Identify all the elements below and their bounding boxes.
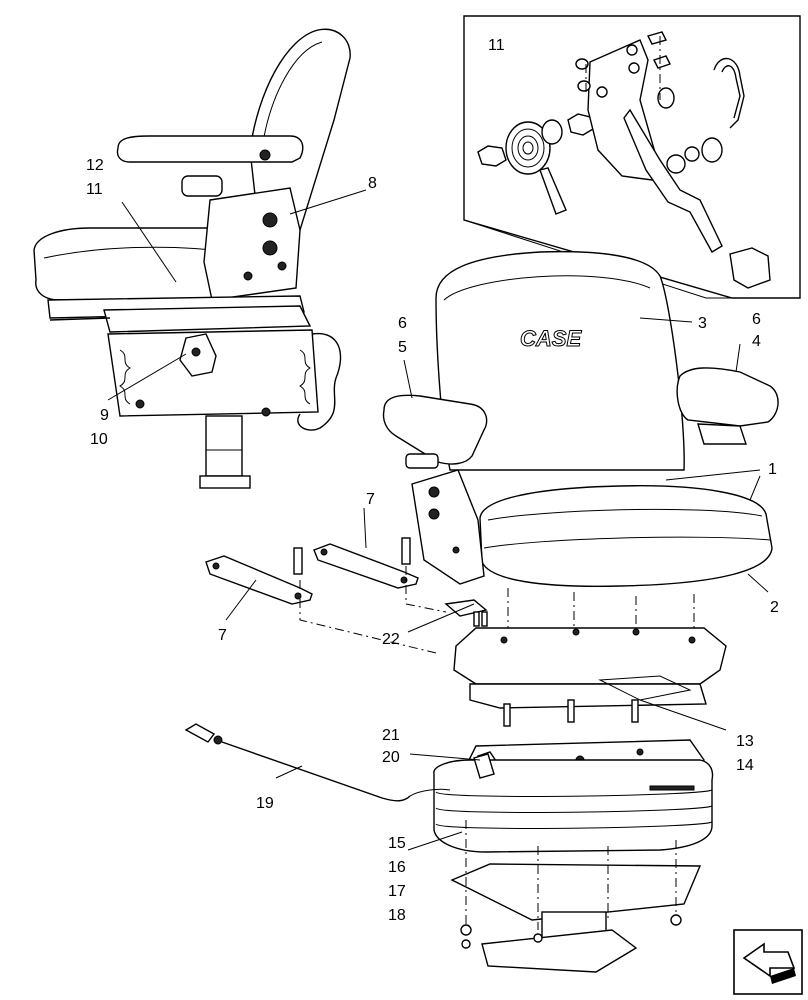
label-15: 15	[388, 835, 406, 852]
label-14: 14	[736, 757, 754, 774]
slider-plate: 13 14	[453, 588, 754, 774]
inset-detail: 11	[463, 15, 801, 299]
label-3: 3	[698, 315, 707, 332]
label-22: 22	[382, 631, 400, 648]
mounting-brackets: 7 7 22	[205, 491, 488, 655]
label-18: 18	[388, 907, 406, 924]
label-5: 5	[398, 339, 407, 356]
label-21: 21	[382, 727, 400, 744]
label-9: 9	[100, 407, 109, 424]
label-19: 19	[256, 795, 274, 812]
label-2: 2	[770, 599, 779, 616]
left-seat-assembly: 12 11 8 9 10	[33, 28, 377, 489]
label-12: 12	[86, 157, 104, 174]
label-6b: 6	[752, 311, 761, 328]
arrow-icon[interactable]	[733, 929, 803, 995]
label-7b: 7	[218, 627, 227, 644]
suspension-unit: 15 16 17 18	[388, 739, 714, 973]
label-13: 13	[736, 733, 754, 750]
label-16: 16	[388, 859, 406, 876]
label-20: 20	[382, 749, 400, 766]
cable-assembly: 21 20 19	[184, 723, 495, 812]
label-4: 4	[752, 333, 761, 350]
label-7a: 7	[366, 491, 375, 508]
label-1: 1	[768, 461, 777, 478]
label-11: 11	[86, 181, 103, 198]
label-10: 10	[90, 431, 108, 448]
label-6a: 6	[398, 315, 407, 332]
label-8: 8	[368, 175, 377, 192]
case-logo: CASE	[520, 326, 582, 351]
right-seat-assembly: CASE 6 5 3 6 4 1 2	[382, 250, 779, 616]
label-17: 17	[388, 883, 406, 900]
label-11-inset: 11	[488, 37, 505, 54]
